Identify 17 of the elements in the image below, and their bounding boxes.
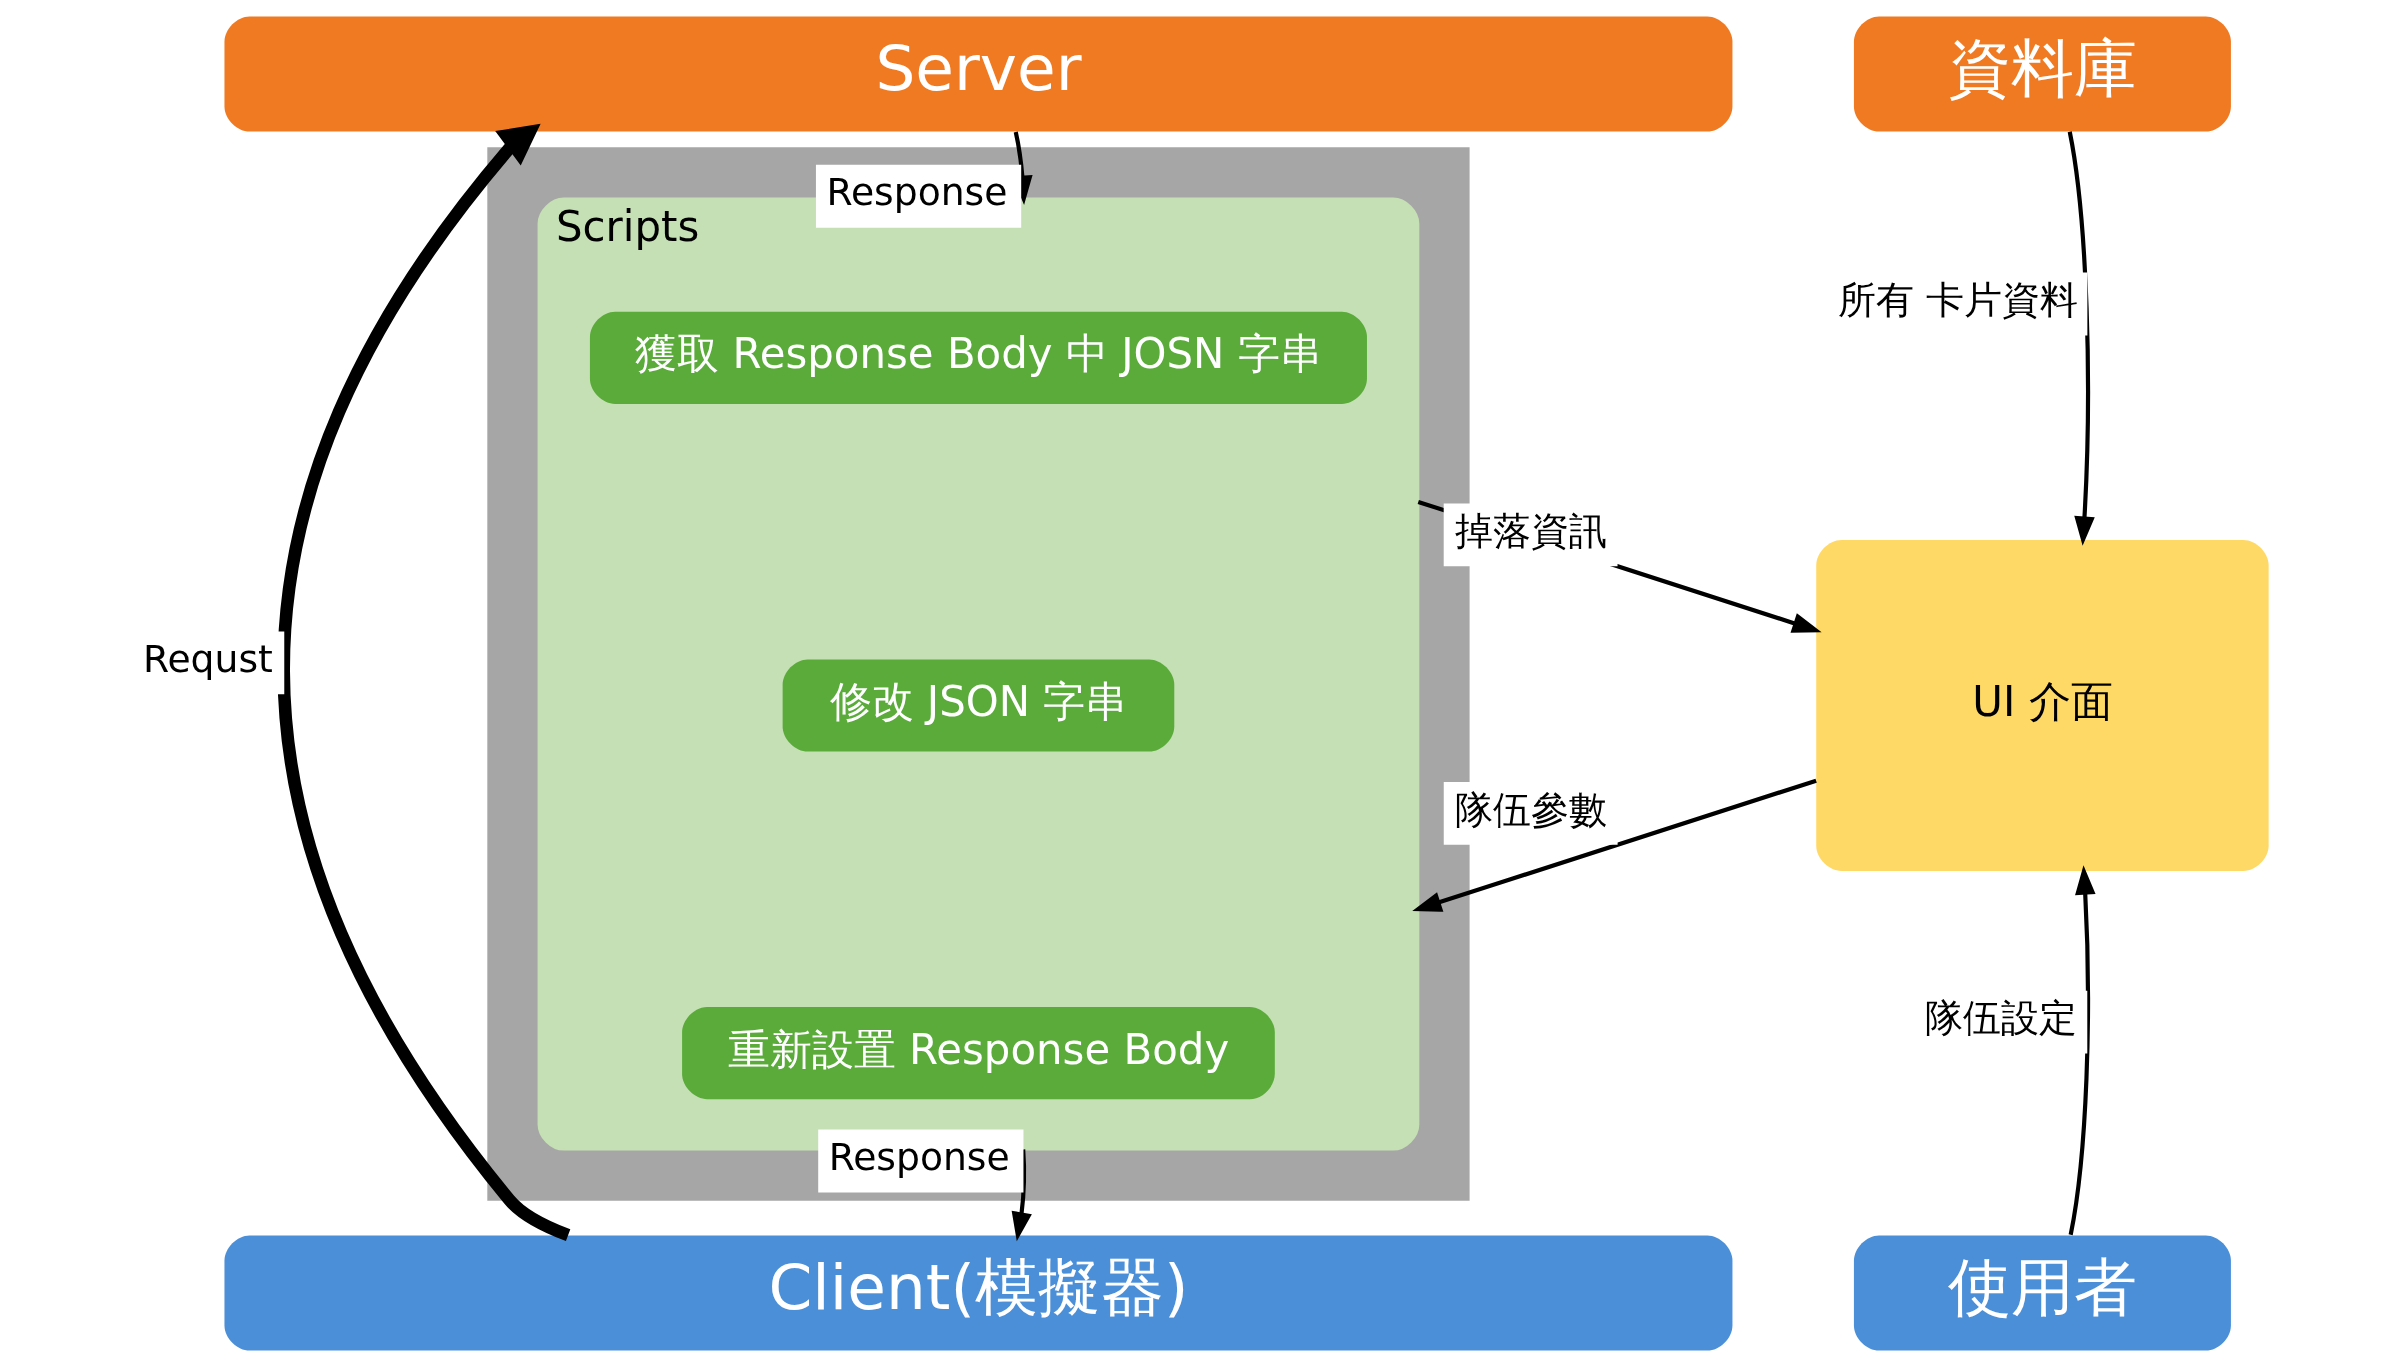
edge-label: 掉落資訊	[1454, 509, 1607, 554]
node-box: 重新設置 Response Body	[681, 1007, 1275, 1100]
node-box: 使用者	[1853, 1235, 2231, 1351]
edge-label: 所有 卡片資料	[1837, 278, 2078, 323]
node-box: 修改 JSON 字串	[782, 659, 1174, 752]
arrow	[2067, 131, 2095, 546]
node-box: 獲取 Response Body 中 JOSN 字串	[589, 311, 1367, 404]
node-box: UI 介面	[1815, 540, 2269, 871]
node-box: Server	[223, 16, 1732, 132]
arrow	[2068, 865, 2096, 1236]
arrow	[1011, 1149, 1032, 1242]
edge-label: 隊伍設定	[1924, 996, 2077, 1041]
arrow	[277, 123, 570, 1242]
node-box: Client(模擬器)	[223, 1235, 1732, 1351]
node-box: 資料庫	[1853, 16, 2231, 132]
edge-label: Requst	[142, 637, 273, 682]
edge-label: 隊伍參數	[1454, 787, 1607, 832]
